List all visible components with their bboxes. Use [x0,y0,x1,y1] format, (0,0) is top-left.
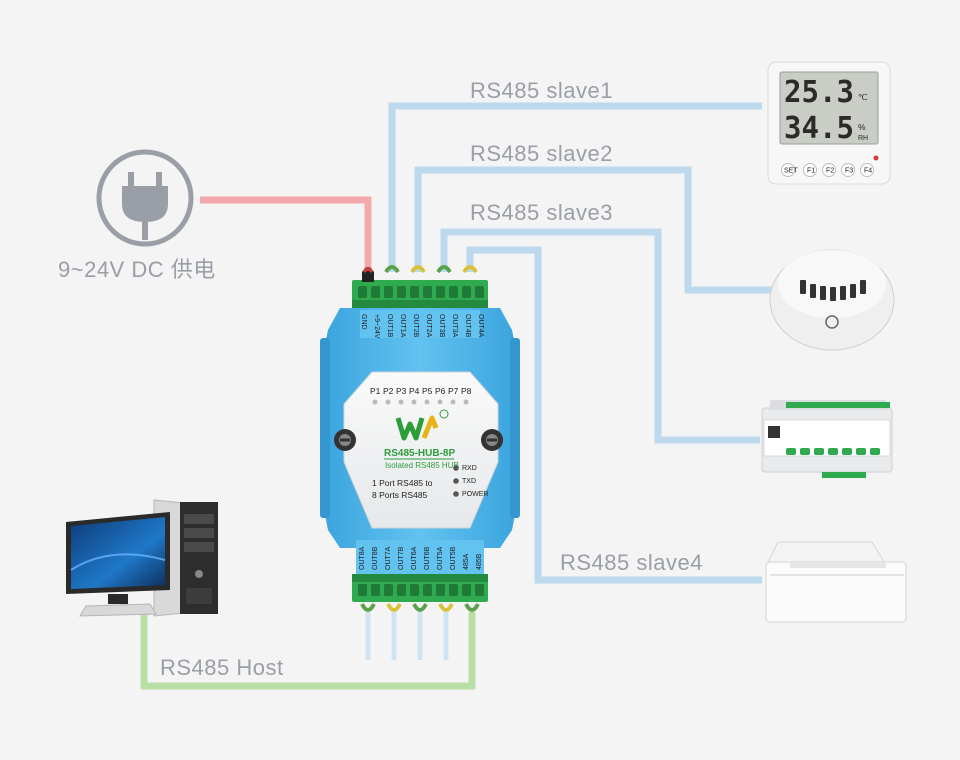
port-led-dots [372,399,469,405]
svg-text:+9~24V: +9~24V [373,314,380,339]
printer-device [765,541,907,623]
lcd-hum-unit2: RH [858,135,868,142]
smoke-detector-device [769,249,895,351]
rs485-hub-device: P1 P2 P3 P4 P5 P6 P7 P8 RS485-HUB-8P Iso… [320,265,520,612]
mount-screw-right [481,429,503,451]
svg-text:OUT3A: OUT3A [451,314,458,338]
svg-text:F1: F1 [807,168,815,175]
slave3-label: RS485 slave3 [470,200,613,225]
svg-text:P1: P1 [370,386,381,396]
svg-text:GND: GND [360,314,367,330]
svg-text:P7: P7 [448,386,459,396]
svg-text:P4: P4 [409,386,420,396]
description-line2: 8 Ports RS485 [372,490,428,500]
model-name: RS485-HUB-8P [384,448,455,459]
host-wire [140,610,476,690]
svg-text:OUT2B: OUT2B [412,314,419,338]
waveshare-logo [395,409,449,441]
svg-text:P2: P2 [383,386,394,396]
led-power-label: POWER [462,491,488,498]
lcd-humidity: 34.5 [784,111,854,146]
svg-text:SET: SET [784,168,798,175]
led-rxd-label: RXD [462,465,477,472]
svg-text:P6: P6 [435,386,446,396]
thermometer-buttons: SET F1 F2 F3 F4 [781,163,874,177]
lcd-temp-unit: ℃ [858,92,868,102]
svg-text:P5: P5 [422,386,433,396]
power-wire [200,196,372,272]
svg-text:OUT8A: OUT8A [359,546,366,570]
top-terminal-labels: GND +9~24V OUT1B OUT1A OUT2B OUT2A OUT3B… [360,314,484,339]
slave3-wire [440,228,760,444]
lcd-temperature: 25.3 [784,75,854,110]
svg-text:OUT1B: OUT1B [386,314,393,338]
svg-text:485B: 485B [476,553,483,570]
svg-text:OUT7B: OUT7B [398,546,405,570]
bottom-wire-tips [360,603,480,612]
svg-text:OUT2A: OUT2A [425,314,432,338]
power-label: 9~24V DC 供电 [58,257,216,282]
bottom-terminal-labels: OUT8A OUT8B OUT7A OUT7B OUT6A OUT6B OUT5… [359,546,483,570]
slave1-label: RS485 slave1 [470,78,613,103]
svg-text:F3: F3 [845,168,853,175]
thermo-hygrometer-device: 25.3 ℃ 34.5 % RH SET F1 F2 F3 F4 [767,61,891,185]
svg-text:OUT6B: OUT6B [424,546,431,570]
svg-text:485A: 485A [463,553,470,570]
svg-text:OUT4B: OUT4B [464,314,471,338]
din-relay-module [761,400,893,478]
slave2-label: RS485 slave2 [470,141,613,166]
top-wire-tips [362,265,478,282]
svg-text:OUT5B: OUT5B [450,546,457,570]
led-txd-label: TXD [462,478,476,485]
svg-text:OUT1A: OUT1A [399,314,406,338]
svg-text:OUT8B: OUT8B [372,546,379,570]
svg-text:P8: P8 [461,386,472,396]
mount-screw-left [334,429,356,451]
model-subtitle: Isolated RS485 HUB [385,461,459,470]
lcd-hum-unit: % [858,122,866,132]
slave4-wire [466,246,762,584]
svg-text:OUT7A: OUT7A [385,546,392,570]
svg-text:OUT3B: OUT3B [438,314,445,338]
desktop-computer-icon [66,499,218,617]
slave1-wire [388,102,762,272]
slave2-wire [414,166,772,294]
svg-text:F2: F2 [826,168,834,175]
bottom-wire-stubs [365,612,449,660]
slave4-label: RS485 slave4 [560,550,703,575]
svg-text:OUT6A: OUT6A [411,546,418,570]
host-label: RS485 Host [160,655,284,680]
svg-text:F4: F4 [864,168,872,175]
power-plug-icon [96,149,194,247]
svg-text:OUT4A: OUT4A [477,314,484,338]
port-led-labels: P1 P2 P3 P4 P5 P6 P7 P8 [370,386,472,396]
svg-text:OUT5A: OUT5A [437,546,444,570]
description-line1: 1 Port RS485 to [372,478,433,488]
svg-text:P3: P3 [396,386,407,396]
